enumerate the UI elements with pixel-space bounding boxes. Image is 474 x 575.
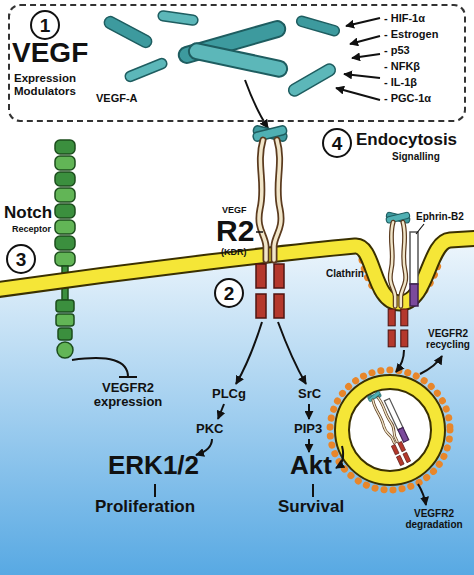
pathway-node: PLCg [212, 387, 246, 401]
vegf-protein [286, 62, 337, 98]
link-line [154, 484, 156, 497]
arrow [350, 36, 380, 44]
fate-label: VEGFR2 recycling [420, 328, 474, 350]
pathway-effector: ERK1/2 [108, 451, 199, 480]
egf-repeat [55, 156, 75, 170]
process-subtitle: Signalling [392, 151, 440, 162]
callout-circle: 3 [6, 244, 36, 274]
ephrin-b2 [410, 284, 418, 306]
outcome-label: Survival [278, 498, 344, 517]
arrow [418, 484, 426, 505]
ephrin-b2 [410, 232, 418, 284]
egf-repeat [55, 236, 75, 250]
callout-number: 3 [16, 250, 27, 269]
arrow [346, 18, 380, 26]
leader-line [256, 231, 263, 233]
modulator-arrows [245, 18, 380, 128]
clathrin-coat [330, 370, 450, 490]
arrow [336, 446, 343, 468]
receptor-name: R2 [216, 214, 254, 247]
icd-block [56, 314, 74, 326]
arrow [218, 404, 224, 419]
notch-receptor [55, 140, 75, 358]
egf-repeat [55, 172, 75, 186]
receptor-subtitle: Receptor [12, 225, 51, 235]
callout-number: 2 [224, 284, 235, 303]
ligand-label: VEGF-A [96, 92, 138, 104]
box-heading: VEGF [12, 38, 88, 69]
inhibition-bar [119, 376, 137, 378]
endosome [342, 382, 438, 478]
modulator-box: VEGF Expression Modulators - HIF-1α - Estro… [8, 4, 466, 122]
list-item: - IL-1β [384, 76, 417, 88]
list-item: - NFKβ [384, 60, 420, 72]
egf-repeat [55, 220, 75, 234]
signal-arrows [196, 322, 442, 505]
vegf-protein [124, 57, 169, 83]
internalised-complex [367, 388, 418, 466]
box-subheading: Expression Modulators [14, 72, 94, 97]
molecule-label: Clathrin [326, 268, 364, 279]
vegf-protein [157, 10, 198, 25]
receptor-name: Notch [4, 204, 52, 223]
arrow [420, 356, 442, 374]
molecule-label: Ephrin-B2 [416, 211, 464, 222]
process-name: Endocytosis [356, 131, 457, 150]
arrow [236, 322, 262, 384]
list-item: - Estrogen [384, 28, 438, 40]
arrow [396, 350, 404, 372]
icd-block [58, 328, 72, 340]
leader-line [416, 224, 424, 234]
link-line [312, 484, 314, 497]
list-item: - PGC-1α [384, 92, 431, 104]
icd-head [57, 342, 73, 358]
target-label: VEGFR2 expression [86, 381, 170, 410]
pathway-effector: Akt [290, 451, 332, 480]
egf-repeat [55, 252, 75, 266]
vesicle-outline [342, 382, 438, 478]
egf-repeat [55, 140, 75, 154]
callout-circle: 4 [322, 128, 352, 158]
arrow [308, 404, 310, 419]
callout-circle: 2 [214, 278, 244, 308]
vegfr2-receptor [367, 390, 412, 466]
inhibition-line [72, 358, 128, 377]
pathway-node: PKC [196, 422, 223, 436]
vegf-protein [187, 42, 288, 78]
arrow [344, 74, 380, 78]
vegf-protein [102, 14, 154, 49]
callout-number: 1 [40, 16, 51, 35]
ephrin-b2 [384, 398, 403, 429]
egf-repeat [55, 204, 75, 218]
arrow [278, 322, 306, 384]
egf-repeat [55, 188, 75, 202]
arrow [336, 88, 380, 100]
pathway-node: PIP3 [294, 422, 322, 436]
icd-block [56, 300, 74, 312]
fate-label: VEGFR2 degradation [398, 508, 470, 530]
arrow [352, 54, 380, 58]
vegf-protein [295, 15, 340, 37]
receptor-alias: (KDR) [221, 248, 247, 258]
ligand-cloud [102, 10, 340, 98]
outcome-links [72, 358, 313, 497]
vegfr2-receptor [252, 125, 287, 318]
list-item: - p53 [384, 44, 410, 56]
ephrin-b2 [398, 427, 409, 442]
callout-circle: 1 [30, 10, 60, 40]
vegfr2-receptor [386, 212, 411, 347]
outcome-label: Proliferation [95, 498, 195, 517]
pathway-node: SrC [298, 387, 321, 401]
callout-number: 4 [332, 134, 343, 153]
list-item: - HIF-1α [384, 12, 425, 24]
